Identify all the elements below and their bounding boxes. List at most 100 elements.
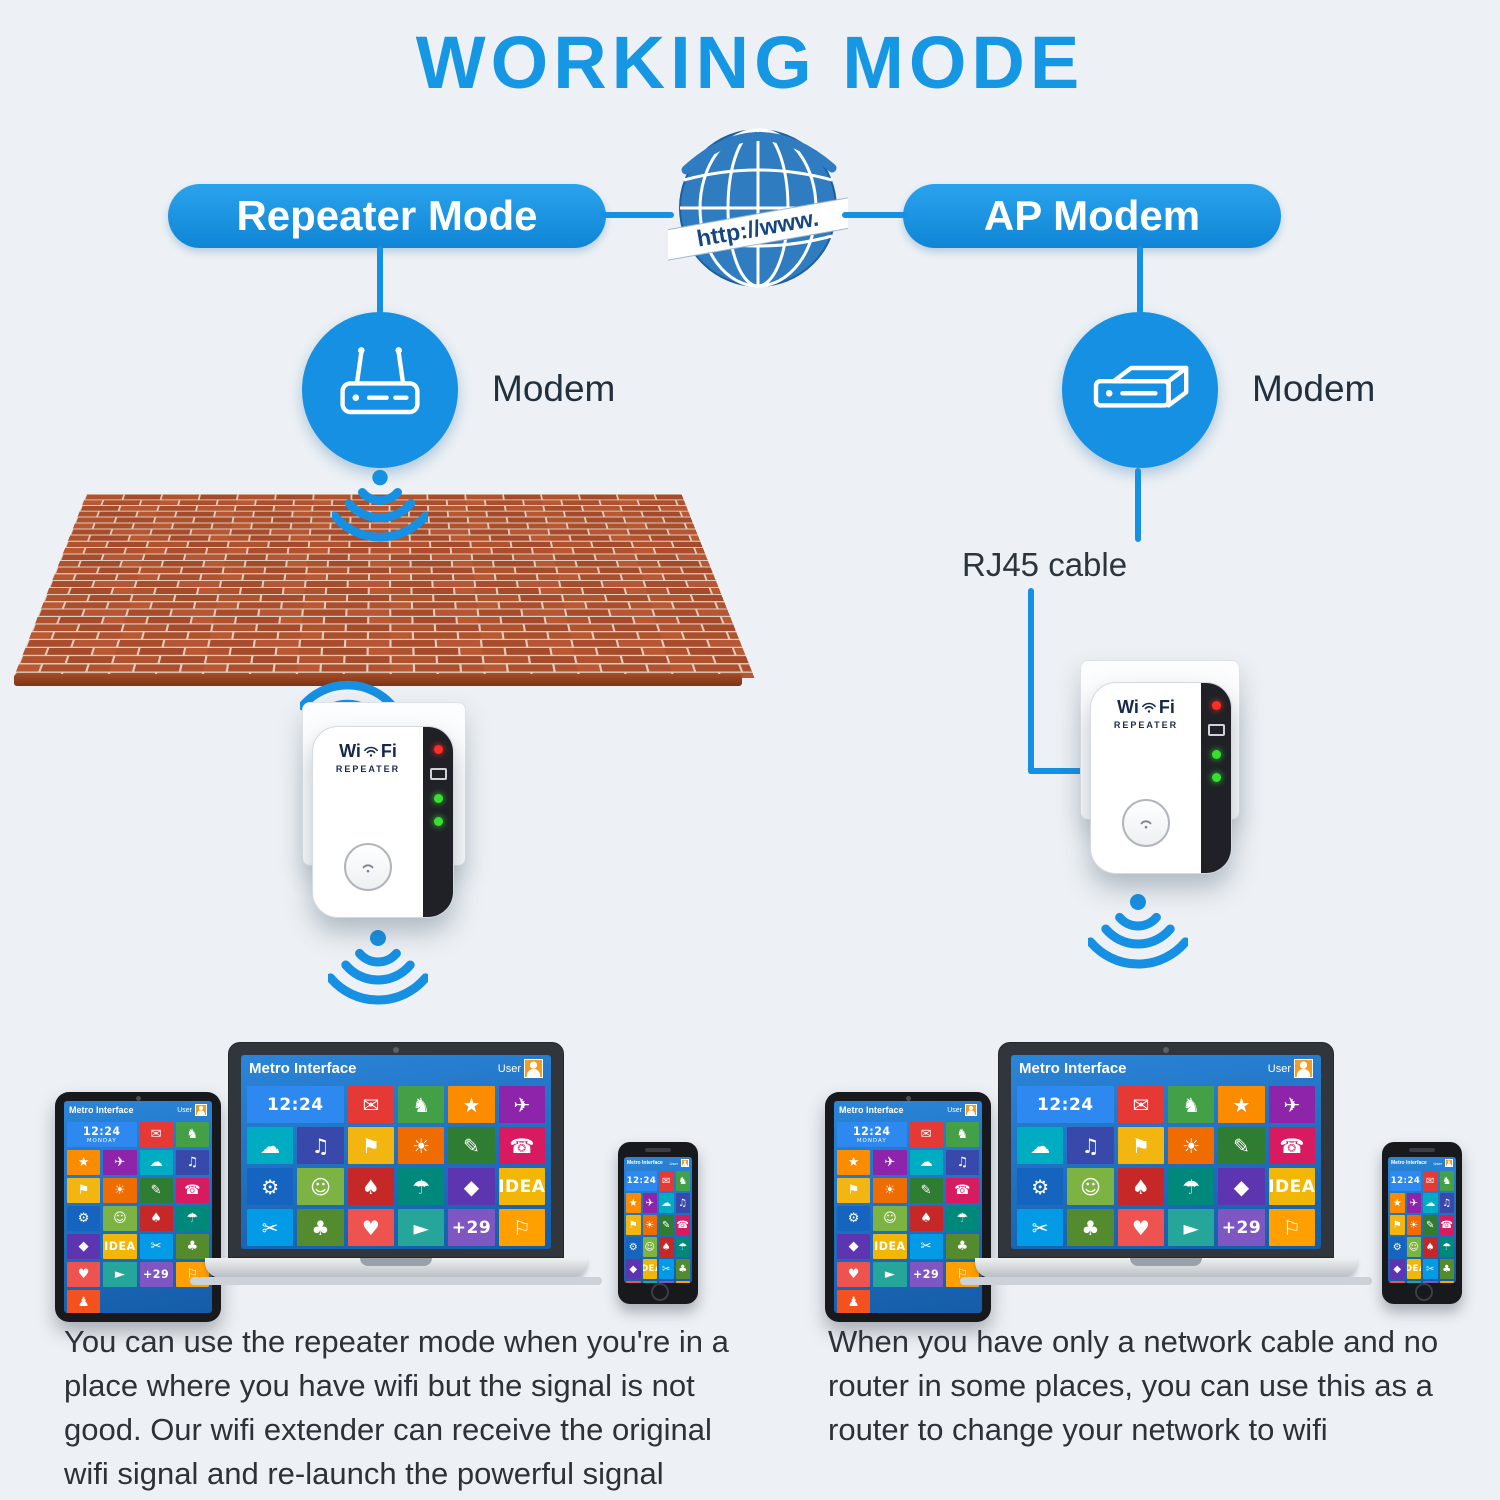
metro-tile: +29 xyxy=(448,1209,495,1246)
rj45-cable-label: RJ45 cable xyxy=(962,546,1128,583)
metro-header: Metro Interface User xyxy=(624,1157,692,1169)
metro-tile: ✉ xyxy=(659,1171,674,1191)
metro-tile: ✂ xyxy=(909,1234,943,1259)
user-label: User xyxy=(947,1106,962,1114)
metro-tile: ◆ xyxy=(448,1168,495,1205)
user-avatar xyxy=(524,1059,543,1078)
brand-wi: Wi xyxy=(339,741,361,761)
metro-tile: ♠ xyxy=(1117,1168,1164,1205)
metro-screen: Metro Interface User 12:24MONDAY✉♞★✈☁♫⚑☀… xyxy=(241,1055,551,1249)
metro-tile: ♥ xyxy=(67,1262,101,1287)
metro-tile: IDEA xyxy=(642,1259,657,1279)
laptop-shadow xyxy=(190,1277,602,1285)
metro-tile: ⚐ xyxy=(498,1209,545,1246)
metro-tile: ✎ xyxy=(1423,1215,1438,1235)
wifi-signal-icon xyxy=(328,926,428,1018)
repeater-led-strip xyxy=(423,727,453,917)
metro-tile: ♣ xyxy=(945,1234,979,1259)
metro-tile: ♥ xyxy=(626,1281,641,1283)
metro-tile: ☁ xyxy=(247,1127,294,1164)
metro-tile: ☎ xyxy=(175,1178,209,1203)
metro-tile: +29 xyxy=(1423,1281,1438,1283)
metro-tile: ♟ xyxy=(67,1290,101,1313)
internet-globe-icon: http://www. xyxy=(654,118,861,298)
metro-tile: ✉ xyxy=(1117,1086,1164,1123)
metro-tile: ♠ xyxy=(909,1206,943,1231)
metro-tile: ► xyxy=(397,1209,445,1246)
metro-tile: ✂ xyxy=(139,1234,173,1259)
metro-tile: ♣ xyxy=(175,1234,209,1259)
laptop-screen: Metro Interface User 12:24MONDAY✉♞★✈☁♫⚑☀… xyxy=(998,1042,1334,1258)
laptop-screen: Metro Interface User 12:24MONDAY✉♞★✈☁♫⚑☀… xyxy=(228,1042,564,1258)
metro-tile: ✎ xyxy=(139,1178,173,1203)
metro-tile: +29 xyxy=(909,1262,943,1287)
metro-tile: ♥ xyxy=(837,1262,871,1287)
metro-tile: ♠ xyxy=(347,1168,394,1205)
metro-user: User xyxy=(1268,1059,1313,1078)
metro-title: Metro Interface xyxy=(627,1160,663,1166)
brick-wall-edge xyxy=(14,674,742,686)
metro-tile: +29 xyxy=(1218,1209,1265,1246)
phone: Metro Interface User 12:24MONDAY✉♞★✈☁♫⚑☀… xyxy=(618,1142,698,1304)
metro-tile: ⚑ xyxy=(67,1178,101,1203)
metro-tile: ⚙ xyxy=(1017,1168,1064,1205)
signal-indicator-icon xyxy=(429,768,447,780)
metro-tile: ♟ xyxy=(837,1290,871,1313)
connector-globe-right-pill xyxy=(842,212,908,218)
metro-tile: ☂ xyxy=(1167,1168,1215,1205)
metro-tile: ♫ xyxy=(945,1150,979,1175)
metro-tile: ⚙ xyxy=(837,1206,871,1231)
wifi-mini-icon xyxy=(363,746,378,757)
laptop-shadow xyxy=(960,1277,1372,1285)
metro-tile: ☀ xyxy=(1406,1215,1421,1235)
lan-led xyxy=(1211,773,1221,782)
modem-box-icon xyxy=(1093,365,1189,408)
metro-tile: ★ xyxy=(1218,1086,1265,1123)
metro-tile: ♞ xyxy=(1167,1086,1215,1123)
wifi-signal-icon xyxy=(332,466,428,554)
metro-tile: ✈ xyxy=(103,1150,137,1175)
metro-tile: ♣ xyxy=(675,1259,690,1279)
metro-tile: ☁ xyxy=(659,1193,674,1213)
metro-tile: ☎ xyxy=(675,1215,690,1235)
metro-tile: ☂ xyxy=(175,1206,209,1231)
wps-button xyxy=(344,843,392,891)
metro-tile: ✉ xyxy=(909,1122,943,1147)
wifi-repeater-device: Wi Fi REPEATER xyxy=(1090,682,1232,874)
user-label: User xyxy=(177,1106,192,1114)
metro-tile: ☀ xyxy=(397,1127,445,1164)
metro-tile: ☂ xyxy=(675,1237,690,1257)
metro-screen: Metro Interface User 12:24MONDAY✉♞★✈☁♫⚑☀… xyxy=(624,1157,692,1283)
metro-tile: IDEA xyxy=(498,1168,545,1205)
metro-tile: ✈ xyxy=(498,1086,545,1123)
metro-tile: ◆ xyxy=(67,1234,101,1259)
metro-tile: ♞ xyxy=(945,1122,979,1147)
metro-tile: ♠ xyxy=(1423,1237,1438,1257)
power-led xyxy=(1211,701,1221,710)
metro-tile: ✂ xyxy=(1017,1209,1064,1246)
metro-screen: Metro Interface User 12:24MONDAY✉♞★✈☁♫⚑☀… xyxy=(1011,1055,1321,1249)
metro-tile: ♞ xyxy=(397,1086,445,1123)
laptop-base xyxy=(975,1258,1357,1278)
metro-tile: ⚐ xyxy=(1439,1281,1454,1283)
metro-tile: ♞ xyxy=(175,1122,209,1147)
metro-tile: ♥ xyxy=(347,1209,394,1246)
metro-header: Metro Interface User xyxy=(1388,1157,1456,1169)
metro-tile: ♫ xyxy=(675,1193,690,1213)
metro-header: Metro Interface User xyxy=(64,1101,212,1119)
wifi-led xyxy=(433,794,443,803)
metro-title: Metro Interface xyxy=(249,1060,357,1077)
brand-fi: Fi xyxy=(380,741,397,761)
metro-tile: ☎ xyxy=(1268,1127,1315,1164)
metro-title: Metro Interface xyxy=(839,1105,904,1115)
user-label: User xyxy=(497,1062,521,1075)
metro-tile: ♫ xyxy=(297,1127,344,1164)
metro-tile: ► xyxy=(1406,1281,1421,1283)
metro-tile: ♠ xyxy=(659,1237,674,1257)
metro-tile: ⚙ xyxy=(1390,1237,1405,1257)
metro-tile: ☎ xyxy=(498,1127,545,1164)
rj45-cable-line xyxy=(1135,468,1141,542)
